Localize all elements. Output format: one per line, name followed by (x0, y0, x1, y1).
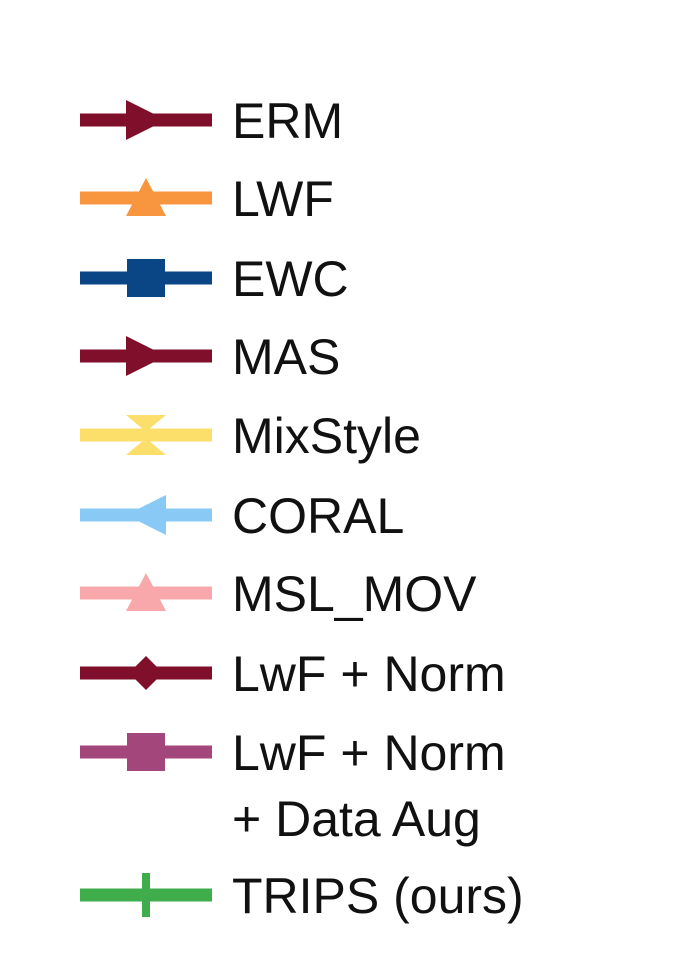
legend-marker-hourglass (126, 415, 166, 455)
legend-marker-triangle-up (126, 573, 166, 611)
legend-label: MixStyle (232, 408, 421, 464)
legend-label: MAS (232, 329, 340, 385)
legend-entry: MixStyle (80, 408, 421, 464)
legend-entry: MSL_MOV (80, 566, 477, 622)
legend-marker-square (127, 733, 165, 771)
legend-label: + Data Aug (232, 791, 481, 847)
legend-label: LwF + Norm (232, 725, 506, 781)
legend-label: LWF (232, 171, 334, 227)
legend-entry: LwF + Norm + Data Aug (80, 725, 506, 847)
legend-entry: EWC (80, 251, 349, 307)
legend-entry: LwF + Norm (80, 646, 506, 702)
legend-marker-triangle-right (126, 100, 166, 140)
legend-entry: CORAL (80, 488, 404, 544)
legend-label: EWC (232, 251, 349, 307)
legend-label: ERM (232, 93, 343, 149)
legend-label: LwF + Norm (232, 646, 506, 702)
legend-marker-triangle-up (126, 178, 166, 216)
legend-label: TRIPS (ours) (232, 868, 524, 924)
legend-entry: LWF (80, 171, 334, 227)
legend-entry: MAS (80, 329, 340, 385)
legend-marker-triangle-left (126, 495, 166, 535)
legend-entry: ERM (80, 93, 343, 149)
legend-marker-plus (142, 873, 150, 917)
legend-entry: TRIPS (ours) (80, 868, 524, 924)
legend-marker-triangle-right (126, 336, 166, 376)
legend-label: CORAL (232, 488, 404, 544)
legend-label: MSL_MOV (232, 566, 477, 622)
legend-marker-square (127, 259, 165, 297)
legend-marker-diamond (129, 656, 163, 690)
